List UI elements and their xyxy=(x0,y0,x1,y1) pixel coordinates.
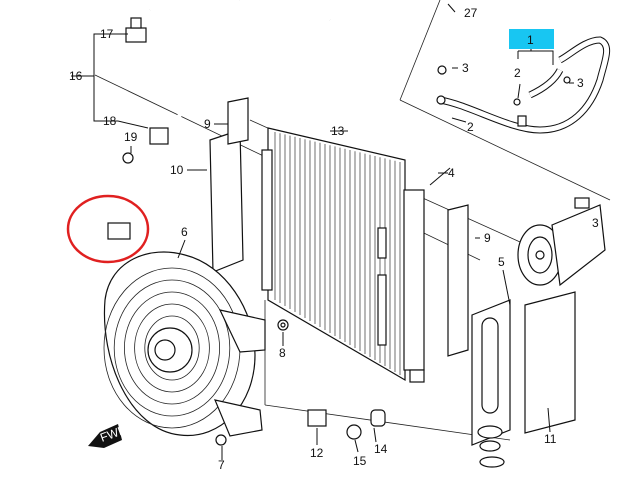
fwd-arrow-icon: FWD xyxy=(88,422,129,448)
callout-1-highlight xyxy=(509,29,554,49)
callout-12: 12 xyxy=(310,446,324,460)
fan-guard-ring xyxy=(124,291,220,405)
fan-guard-ring xyxy=(144,315,200,381)
callout-1: 1 xyxy=(527,33,534,47)
callout-6: 6 xyxy=(181,225,188,239)
callout-3: 3 xyxy=(577,76,584,90)
fan-guard-ring xyxy=(113,279,231,417)
callout-9: 9 xyxy=(204,117,211,131)
callout-18: 18 xyxy=(103,114,117,128)
callout-4: 4 xyxy=(448,166,455,180)
callout-14: 14 xyxy=(374,442,388,456)
callout-3: 3 xyxy=(462,61,469,75)
filter-element xyxy=(524,291,576,434)
callout-17: 17 xyxy=(100,27,114,41)
callout-labels: 1 2 2 3 3 3 4 5 6 7 8 9 9 10 11 12 13 14… xyxy=(69,6,599,472)
callout-16: 16 xyxy=(69,69,83,83)
callout-13: 13 xyxy=(331,124,345,138)
side-seals xyxy=(209,97,469,357)
callout-8: 8 xyxy=(279,346,286,360)
callout-2: 2 xyxy=(514,66,521,80)
small-parts xyxy=(215,319,386,446)
discharge-pipe xyxy=(122,0,331,164)
callout-11: 11 xyxy=(544,432,557,446)
callout-7: 7 xyxy=(218,458,225,472)
callout-15: 15 xyxy=(353,454,367,468)
condenser xyxy=(261,127,425,383)
fan-guard-ring xyxy=(134,303,210,393)
callout-10: 10 xyxy=(170,163,184,177)
receiver-dryer xyxy=(471,299,511,468)
callout-3: 3 xyxy=(592,216,599,230)
fan-connector-highlight-circle xyxy=(66,194,150,264)
cooling-fan xyxy=(103,222,266,437)
callout-27: 27 xyxy=(464,6,478,20)
callout-19: 19 xyxy=(124,130,138,144)
callout-2: 2 xyxy=(467,120,474,134)
callout-5: 5 xyxy=(498,255,505,269)
suction-hose-assembly xyxy=(436,36,611,134)
compressor xyxy=(517,197,606,287)
callout-9: 9 xyxy=(484,231,491,245)
leader-lines xyxy=(71,3,574,460)
